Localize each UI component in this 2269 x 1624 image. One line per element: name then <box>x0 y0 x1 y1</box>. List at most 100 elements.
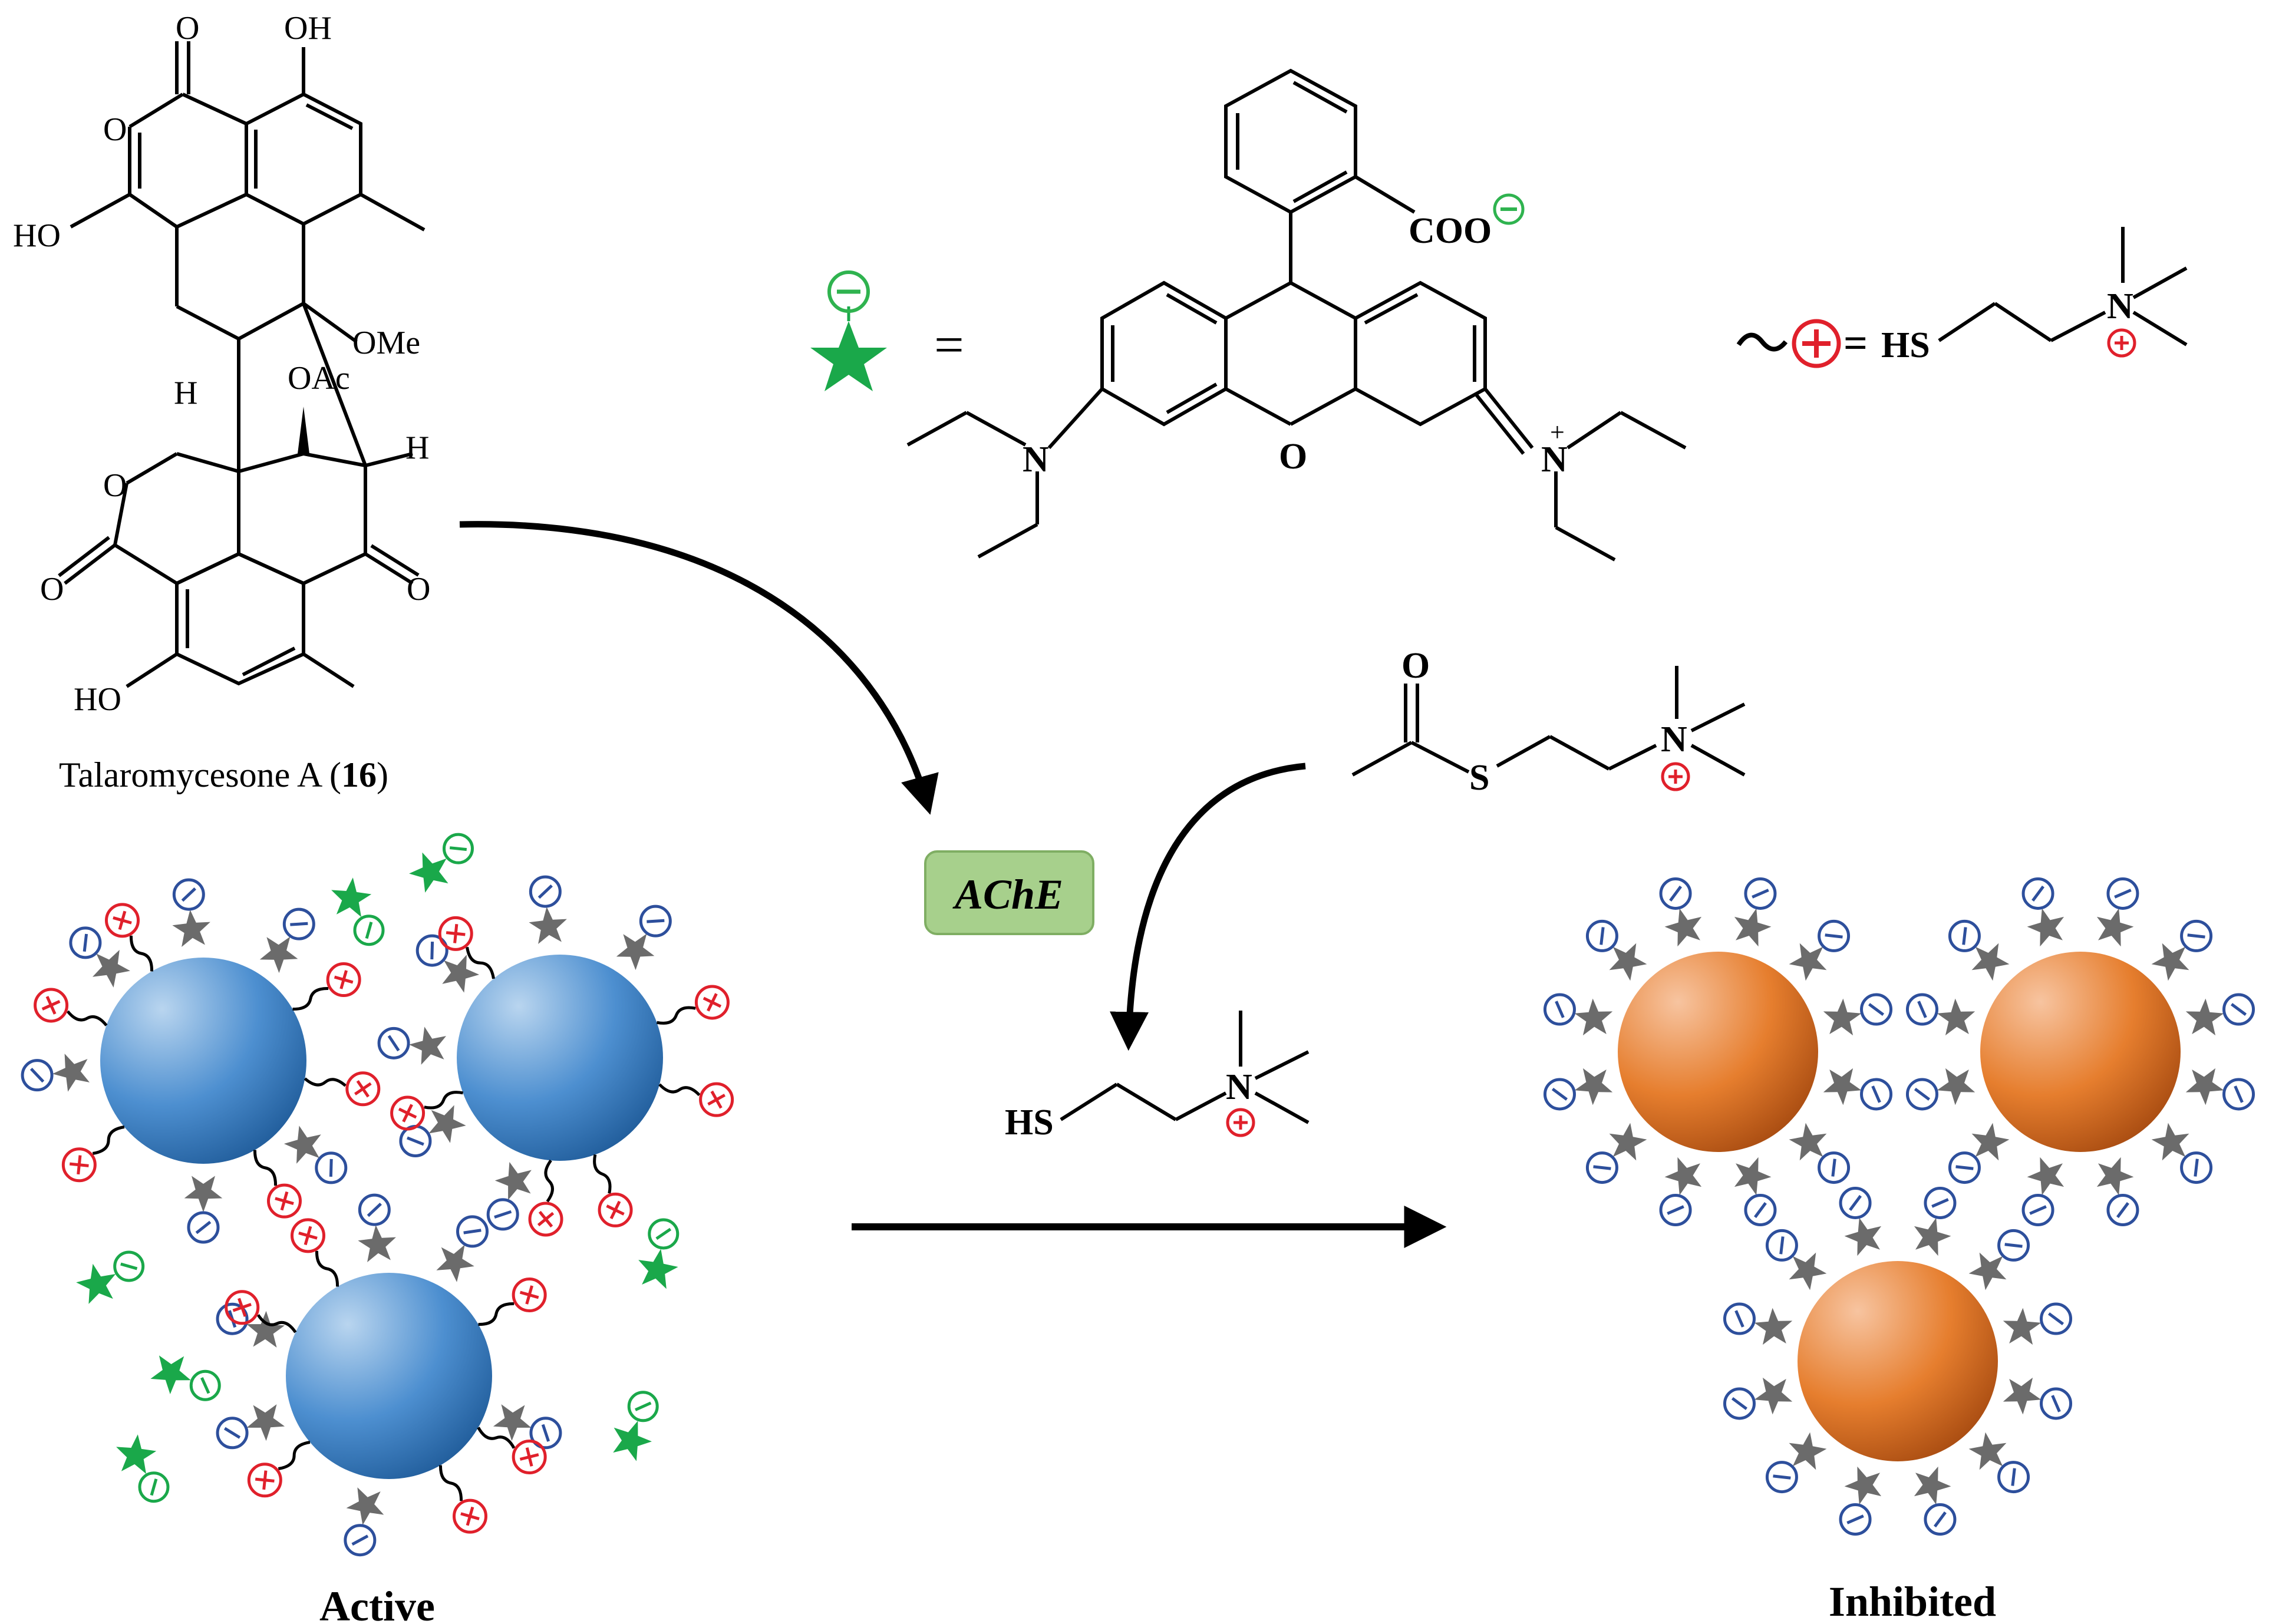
gray-star-icon <box>1609 1123 1647 1161</box>
gray-star-ligand <box>377 1026 446 1065</box>
gray-star-ligand <box>259 907 315 973</box>
gray-star-icon <box>2185 998 2224 1036</box>
product-bonds <box>1060 1011 1310 1124</box>
gray-star-icon <box>529 907 567 944</box>
thiocholine-ligand <box>478 1278 547 1326</box>
gray-star-ligand <box>1734 1157 1777 1227</box>
rhodamine-legend-symbol <box>810 270 887 391</box>
thiocholine-hs: HS <box>1881 325 1930 365</box>
substrate-o: O <box>1401 646 1430 686</box>
thiocholine-ligand <box>528 1159 563 1237</box>
free-rhodamine-dye <box>409 833 474 893</box>
gray-star-ligand <box>1948 1123 2010 1184</box>
rhodamine-n-plus: + <box>1550 418 1565 447</box>
gray-star-ligand <box>1823 1068 1893 1111</box>
gray-star-ligand <box>2021 1157 2064 1227</box>
thiocholine-ligand <box>291 1218 339 1287</box>
thiocholine-n: N <box>2107 286 2133 326</box>
thiocholine-ligand <box>438 1465 487 1534</box>
rhodamine-n-right: N <box>1541 440 1568 480</box>
thiocholine-ligand <box>225 1290 297 1333</box>
thiocholine-ligand <box>304 1071 381 1107</box>
gray-star-icon <box>346 1487 384 1526</box>
gray-star-ligand <box>283 1125 348 1184</box>
gray-star-ligand <box>2021 877 2064 947</box>
free-rhodamine-dye <box>331 877 385 946</box>
gray-star-icon <box>2096 1157 2134 1196</box>
gray-star-ligand <box>2151 919 2213 981</box>
gray-star-ligand <box>1659 1157 1702 1227</box>
gray-star-icon <box>1914 1217 1951 1256</box>
gray-star-icon <box>1789 1252 1827 1290</box>
rhodamine-n-left: N <box>1023 440 1049 480</box>
gray-star-icon <box>2027 908 2064 947</box>
free-rhodamine-dye <box>638 1218 680 1289</box>
thiocholine-ligand <box>593 1154 633 1227</box>
gray-star-ligand <box>1585 1123 1647 1184</box>
ache-enzyme-box <box>924 850 1094 935</box>
gray-star-ligand <box>1914 1466 1957 1536</box>
gray-star-icon <box>1609 943 1647 981</box>
substrate-n: N <box>1661 719 1687 760</box>
gray-star-icon <box>1734 908 1772 947</box>
coo-negative-charge-icon <box>1493 193 1525 225</box>
thiocholine-ligand <box>656 985 730 1025</box>
gray-star-icon <box>2027 1157 2064 1196</box>
gray-star-ligand <box>1723 1302 1793 1345</box>
product-hs: HS <box>1005 1103 1054 1143</box>
gray-star-icon <box>1574 998 1613 1036</box>
gray-star-ligand <box>2003 1377 2073 1420</box>
atom-h-left: H <box>174 375 197 411</box>
thiocholine-ligand <box>658 1082 734 1117</box>
gray-star-ligand <box>2151 1123 2213 1184</box>
gray-star-icon <box>93 950 130 988</box>
positive-charge-icon <box>1792 319 1841 368</box>
gray-star-ligand <box>358 1193 396 1262</box>
gray-star-icon <box>1754 1308 1793 1345</box>
substrate-s: S <box>1469 758 1489 798</box>
gray-star-icon <box>246 1404 285 1441</box>
gray-star-ligand <box>1543 1068 1613 1111</box>
orange-nanoparticle <box>1798 1261 1998 1461</box>
gray-star-ligand <box>216 1404 285 1450</box>
gray-star-ligand <box>529 875 567 944</box>
atom-o-carbonyl-right: O <box>407 571 430 608</box>
squiggle-linker-icon <box>1736 332 1788 352</box>
gray-star-icon <box>493 1404 532 1441</box>
gray-star-icon <box>494 1161 532 1200</box>
gray-star-icon <box>1823 998 1862 1036</box>
gray-star-icon <box>616 933 655 971</box>
gray-star-icon <box>1971 943 2010 981</box>
gray-star-ligand <box>2185 1068 2255 1111</box>
gray-star-ligand <box>415 934 480 993</box>
substrate-bonds <box>1351 666 1746 777</box>
atom-ho-bottom: HO <box>74 681 121 718</box>
gray-star-icon <box>1664 1157 1702 1196</box>
gray-star-icon <box>358 1225 396 1262</box>
gray-star-icon <box>2185 1068 2224 1105</box>
blue-nanoparticle <box>286 1273 492 1479</box>
thiocholine-ligand <box>477 1427 547 1474</box>
gray-star-ligand <box>1659 877 1702 947</box>
green-star-icon <box>613 1421 652 1461</box>
green-star-icon <box>116 1434 157 1474</box>
free-rhodamine-dye <box>150 1355 221 1401</box>
gray-star-icon <box>2151 1123 2189 1161</box>
gray-star-icon <box>172 910 210 947</box>
gray-star-ligand <box>399 1105 466 1157</box>
atom-o-top: O <box>176 10 199 47</box>
talaromycesone-caption: Talaromycesone A (16) <box>59 755 388 794</box>
gray-star-ligand <box>1734 877 1777 947</box>
gray-star-ligand <box>1839 1466 1882 1536</box>
thiocholine-n-charge-icon <box>2107 328 2136 358</box>
free-rhodamine-dye <box>116 1434 170 1503</box>
rhodamine-coo: COO <box>1409 211 1492 251</box>
gray-star-ligand <box>1789 919 1851 981</box>
gray-star-ligand <box>1723 1377 1793 1420</box>
gray-star-icon <box>1844 1217 1882 1256</box>
rhodamine-structure <box>906 68 1687 562</box>
thiocholine-ligand <box>390 1091 464 1131</box>
gray-star-icon <box>1734 1157 1772 1196</box>
active-state-label: Active <box>319 1583 435 1624</box>
